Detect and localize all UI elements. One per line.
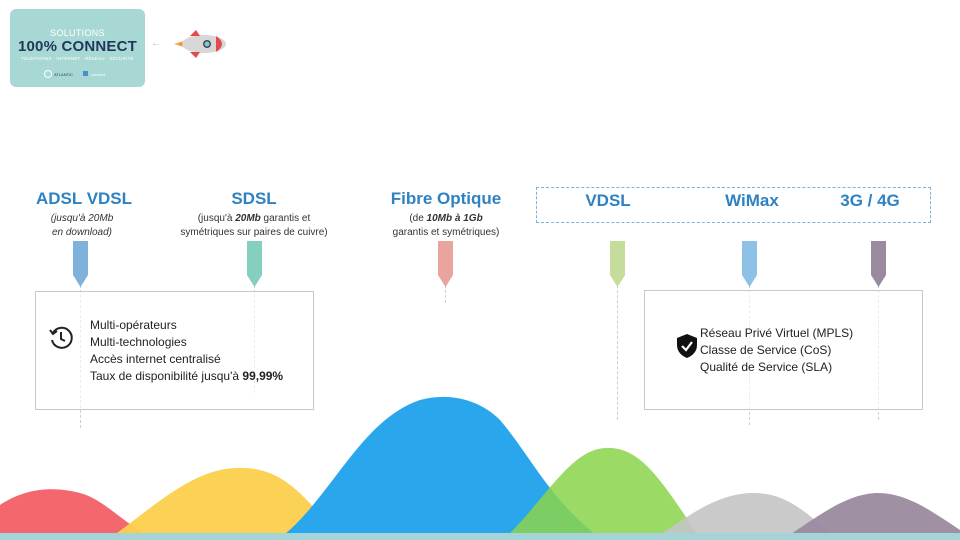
title-wimax: WiMax	[725, 191, 779, 210]
marker-wimax	[742, 241, 757, 287]
marker-3g4g	[871, 241, 886, 287]
bottom-band	[0, 533, 960, 540]
clock-icon	[49, 326, 73, 349]
logo-line-1: SOLUTIONS	[50, 28, 105, 38]
list-item: Taux de disponibilité jusqu'à 99,99%	[90, 369, 284, 383]
logo-line-2: 100% CONNECT	[17, 38, 138, 55]
list-item: Classe de Service (CoS)	[700, 343, 832, 357]
bandwidth-hills	[0, 396, 960, 538]
hill-wimax	[655, 492, 835, 538]
logo-brand-marks: ATLANTIC connect	[44, 70, 106, 78]
shield-check-icon	[677, 334, 697, 358]
features-list-left: Multi-opérateurs Multi-technologies Accè…	[90, 317, 283, 385]
hill-3g4g	[785, 492, 960, 538]
logo-brand-a: ATLANTIC	[54, 72, 73, 77]
marker-fibre	[438, 241, 453, 287]
guide-line-vdsl	[617, 285, 618, 420]
marker-adsl	[73, 241, 88, 287]
guide-line-fibre	[445, 285, 446, 303]
features-box-left	[35, 291, 314, 410]
hill-sdsl	[110, 467, 340, 538]
title-3g4g: 3G / 4G	[840, 191, 900, 210]
logo-line-3: TÉLÉPHONIE · INTERNET · RÉSEAU · SÉCURIT…	[21, 56, 134, 61]
list-item: Multi-technologies	[90, 335, 187, 349]
list-item: Réseau Privé Virtuel (MPLS)	[700, 326, 854, 340]
list-item: Accès internet centralisé	[90, 352, 221, 366]
features-list-right: Réseau Privé Virtuel (MPLS) Classe de Se…	[700, 325, 853, 376]
wireless-group-frame	[536, 187, 931, 223]
title-vdsl: VDSL	[585, 191, 631, 210]
arrow-left-icon: ←	[151, 38, 161, 49]
logo-brand-b: connect	[91, 72, 106, 77]
title-sdsl: SDSL	[231, 189, 277, 208]
hill-adsl	[0, 489, 150, 538]
logo-card: SOLUTIONS 100% CONNECT TÉLÉPHONIE · INTE…	[10, 9, 145, 87]
title-adsl: ADSL VDSL	[36, 189, 133, 208]
hill-fibre	[280, 396, 600, 538]
title-fibre: Fibre Optique	[390, 189, 502, 208]
list-item: Qualité de Service (SLA)	[700, 360, 833, 374]
marker-sdsl	[247, 241, 262, 287]
rocket-icon	[174, 30, 226, 58]
marker-vdsl	[610, 241, 625, 287]
hill-vdsl	[505, 447, 700, 538]
list-item: Multi-opérateurs	[90, 318, 177, 332]
